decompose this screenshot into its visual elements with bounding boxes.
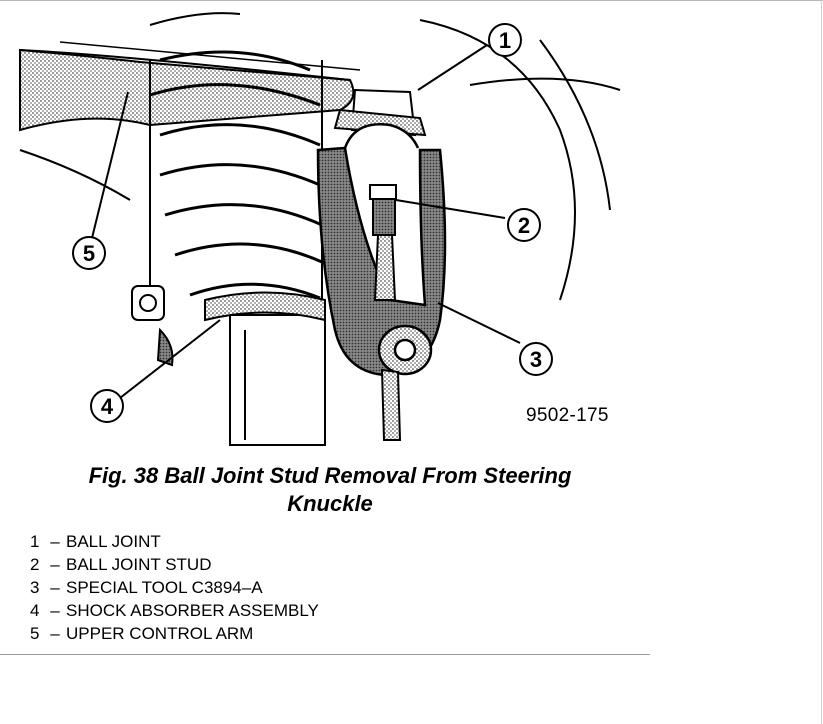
legend-item: 4–SHOCK ABSORBER ASSEMBLY: [30, 599, 319, 622]
callout-2: 2: [507, 208, 541, 242]
legend-label: SHOCK ABSORBER ASSEMBLY: [66, 601, 319, 620]
legend-item: 2–BALL JOINT STUD: [30, 553, 319, 576]
callout-1-label: 1: [499, 28, 511, 53]
callout-4: 4: [90, 389, 124, 423]
bottom-divider: [0, 654, 650, 655]
right-border: [821, 0, 822, 724]
threaded-screw: [369, 184, 402, 441]
legend-label: BALL JOINT: [66, 532, 161, 551]
callout-5-label: 5: [83, 241, 95, 266]
callout-5: 5: [72, 236, 106, 270]
legend-item: 1–BALL JOINT: [30, 530, 319, 553]
legend-number: 3: [30, 578, 40, 597]
special-tool: [316, 123, 447, 377]
figure-caption: Fig. 38 Ball Joint Stud Removal From Ste…: [40, 462, 620, 518]
legend-number: 2: [30, 555, 40, 574]
legend-list: 1–BALL JOINT 2–BALL JOINT STUD 3–SPECIAL…: [30, 530, 319, 645]
coil-spring: [149, 50, 323, 300]
top-border: [0, 0, 823, 1]
caption-line-1: Fig. 38 Ball Joint Stud Removal From Ste…: [88, 463, 572, 488]
upper-control-arm: [19, 41, 361, 132]
callout-3: 3: [519, 342, 553, 376]
callout-1: 1: [488, 23, 522, 57]
legend-number: 5: [30, 624, 40, 643]
callout-2-label: 2: [518, 213, 530, 238]
legend-dash: –: [50, 532, 60, 551]
legend-dash: –: [50, 578, 60, 597]
drawing-code: 9502-175: [526, 405, 609, 426]
legend-dash: –: [50, 555, 60, 574]
shock-absorber: [204, 291, 326, 446]
callout-4-label: 4: [101, 394, 114, 419]
legend-dash: –: [50, 624, 60, 643]
caption-line-2: Knuckle: [287, 491, 373, 516]
legend-item: 5–UPPER CONTROL ARM: [30, 622, 319, 645]
legend-item: 3–SPECIAL TOOL C3894–A: [30, 576, 319, 599]
leader-lines: [91, 44, 521, 399]
ball-joint-illustration: 1 2 3 4 5: [19, 12, 621, 446]
legend-label: BALL JOINT STUD: [66, 555, 212, 574]
legend-dash: –: [50, 601, 60, 620]
legend-number: 4: [30, 601, 40, 620]
mount-bolt: [131, 285, 174, 367]
callout-3-label: 3: [530, 347, 542, 372]
legend-label: UPPER CONTROL ARM: [66, 624, 254, 643]
ball-joint: [333, 88, 427, 137]
legend-label: SPECIAL TOOL C3894–A: [66, 578, 263, 597]
legend-number: 1: [30, 532, 40, 551]
background-panels: [19, 12, 621, 301]
